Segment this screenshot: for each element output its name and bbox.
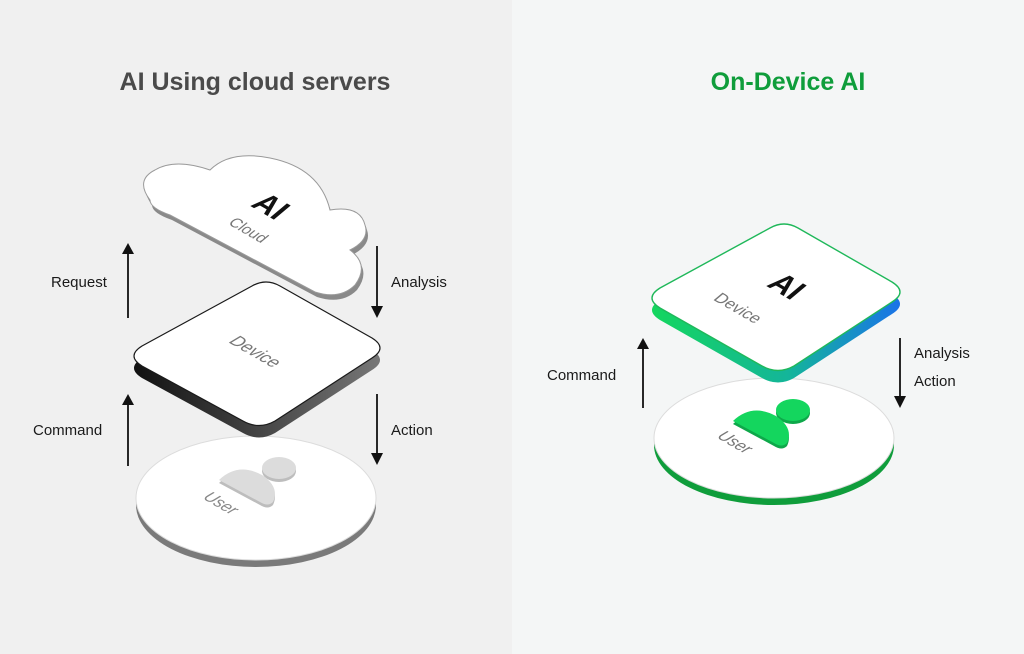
command-arrow-left: [122, 394, 134, 466]
user-disc: [135, 435, 377, 567]
command-label-left: Command: [33, 422, 103, 439]
device-tile: [133, 281, 381, 438]
command-arrow-right: [637, 338, 649, 408]
analysis-label-left: Analysis: [391, 274, 447, 291]
analysis-label-right: Analysis: [914, 345, 970, 362]
action-label-right: Action: [914, 373, 956, 390]
request-label: Request: [51, 274, 107, 291]
cloud-ai-diagram: [122, 155, 383, 567]
on-device-ai-diagram: [637, 223, 906, 505]
cloud-ai-panel: AI Using cloud servers: [0, 0, 512, 654]
analysis-action-arrow-right: [894, 338, 906, 408]
analysis-arrow-left: [371, 246, 383, 318]
user-icon-green: [733, 399, 810, 449]
command-label-right: Command: [547, 367, 617, 384]
on-device-ai-title: On-Device AI: [710, 68, 866, 96]
action-arrow-left: [371, 394, 383, 465]
cloud-shape: [143, 155, 368, 300]
action-label-left: Action: [391, 422, 433, 439]
on-device-ai-panel: On-Device AI: [512, 0, 1024, 654]
ai-device-tile: [651, 223, 901, 383]
cloud-ai-title: AI Using cloud servers: [119, 68, 391, 96]
request-arrow: [122, 243, 134, 318]
user-icon: [219, 457, 296, 508]
